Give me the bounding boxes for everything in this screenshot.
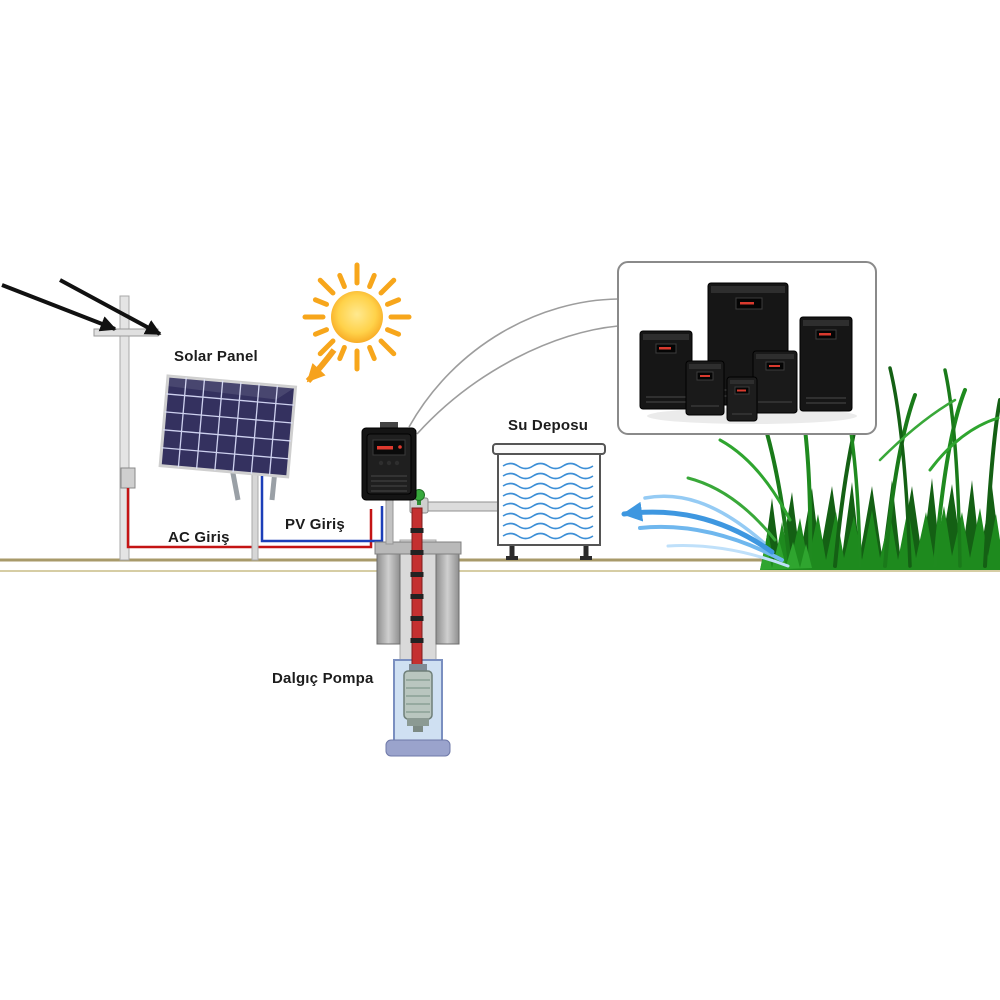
grass-reeds	[686, 366, 1000, 570]
pv-wire	[260, 476, 384, 543]
sun-icon	[302, 262, 412, 372]
water-pipe	[409, 489, 501, 514]
label-pv-input: PV Giriş	[285, 516, 345, 533]
well	[374, 507, 462, 757]
inverter-unit	[361, 422, 417, 545]
submersible-pump	[403, 664, 433, 732]
utility-pole	[1, 278, 162, 561]
label-submersible-pump: Dalgıç Pompa	[272, 670, 374, 687]
ac-wire	[126, 488, 373, 549]
callout-lines	[408, 298, 619, 435]
inverter-product-family	[639, 282, 853, 422]
solar-panel	[158, 374, 298, 561]
water-flow-arrows	[621, 494, 790, 568]
product-inset-box	[617, 261, 877, 435]
junction-box	[120, 467, 136, 489]
sun-to-panel-arrow	[305, 348, 337, 384]
label-solar-panel: Solar Panel	[174, 348, 258, 365]
water-waves	[502, 462, 594, 540]
label-water-tank: Su Deposu	[508, 417, 589, 434]
label-ac-input: AC Giriş	[168, 529, 230, 546]
water-tank	[492, 443, 606, 560]
power-line	[59, 278, 162, 336]
panel-conduit	[251, 471, 259, 561]
power-line	[1, 283, 117, 332]
